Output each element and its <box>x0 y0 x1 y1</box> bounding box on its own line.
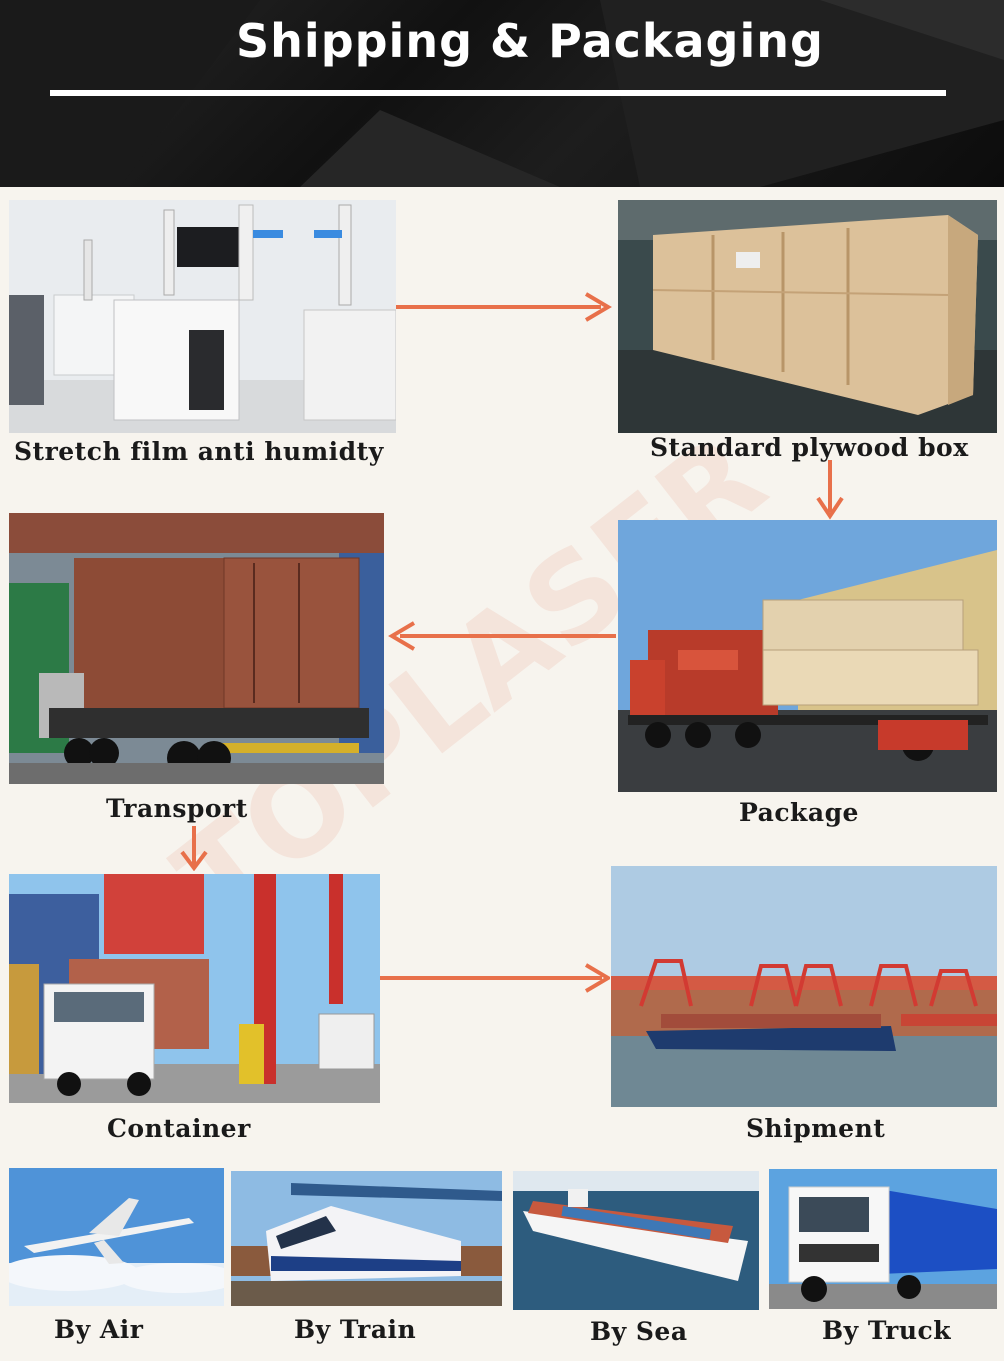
arrow-left-icon <box>388 621 616 651</box>
arrow-down-icon <box>816 460 844 520</box>
method-caption-train: By Train <box>294 1315 417 1344</box>
title-underline <box>50 90 946 96</box>
arrow-right-icon <box>380 963 610 993</box>
step-caption-transport: Transport <box>106 794 248 823</box>
arrow-right-icon <box>396 292 612 322</box>
container-port-photo <box>9 874 380 1103</box>
step-caption-package: Package <box>739 798 859 827</box>
loaded-truck-photo <box>618 520 997 792</box>
ship-photo <box>513 1171 759 1310</box>
cargo-ship-port-photo <box>611 866 997 1107</box>
step-caption-stretch-film: Stretch film anti humidty <box>14 437 384 466</box>
container-truck-photo <box>9 513 384 784</box>
header-banner: Shipping & Packaging <box>0 0 1004 187</box>
laser-machines-photo <box>9 200 396 433</box>
header-facets <box>0 0 1004 187</box>
method-caption-truck: By Truck <box>822 1316 952 1345</box>
arrow-down-icon <box>180 826 208 871</box>
train-photo <box>231 1171 502 1306</box>
method-caption-air: By Air <box>54 1315 144 1344</box>
method-caption-sea: By Sea <box>590 1317 688 1346</box>
truck-photo <box>769 1169 997 1309</box>
airplane-photo <box>9 1168 224 1306</box>
plywood-crate-photo <box>618 200 997 433</box>
step-caption-plywood-box: Standard plywood box <box>650 433 969 462</box>
step-caption-shipment: Shipment <box>746 1114 886 1143</box>
step-caption-container: Container <box>107 1114 251 1143</box>
page-title: Shipping & Packaging <box>236 14 824 68</box>
